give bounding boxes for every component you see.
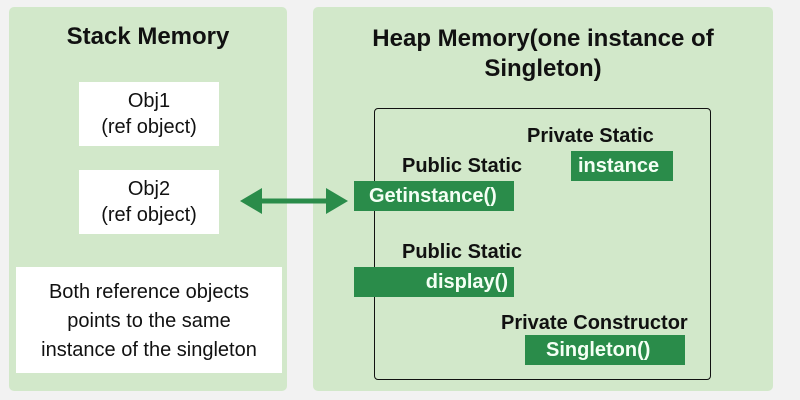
heap-memory-title: Heap Memory(one instance of Singleton) [313,24,773,84]
obj1-reference-box: Obj1 (ref object) [79,82,219,146]
instance-field-box: instance [571,151,673,181]
explanation-note: Both reference objects points to the sam… [16,267,282,373]
obj1-desc: (ref object) [101,116,197,138]
note-line-1: Both reference objects [48,281,250,303]
note-line-2: points to the same [67,310,231,332]
display-modifier-label: Public Static [402,241,523,263]
getinstance-modifier-label: Public Static [402,155,523,177]
singleton-constructor-box: Singleton() [525,335,685,365]
note-line-3: instance of the singleton [41,339,257,361]
obj1-name: Obj1 [127,90,171,112]
obj2-desc: (ref object) [101,204,197,226]
display-method-box: display() [354,267,514,297]
instance-modifier-label: Private Static [527,125,654,147]
arrow-shaft [258,198,330,204]
constructor-modifier-label: Private Constructor [501,312,688,334]
singleton-instance-box [374,108,711,380]
arrow-head-left [240,188,262,214]
arrow-head-right [326,188,348,214]
obj2-reference-box: Obj2 (ref object) [79,170,219,234]
heap-title-line-2: Singleton) [484,55,602,82]
obj2-name: Obj2 [127,178,171,200]
getinstance-method-box: Getinstance() [354,181,514,211]
bidirectional-arrow-icon [240,188,348,214]
heap-title-line-1: Heap Memory(one instance of [372,25,714,52]
stack-memory-title: Stack Memory [66,23,230,50]
